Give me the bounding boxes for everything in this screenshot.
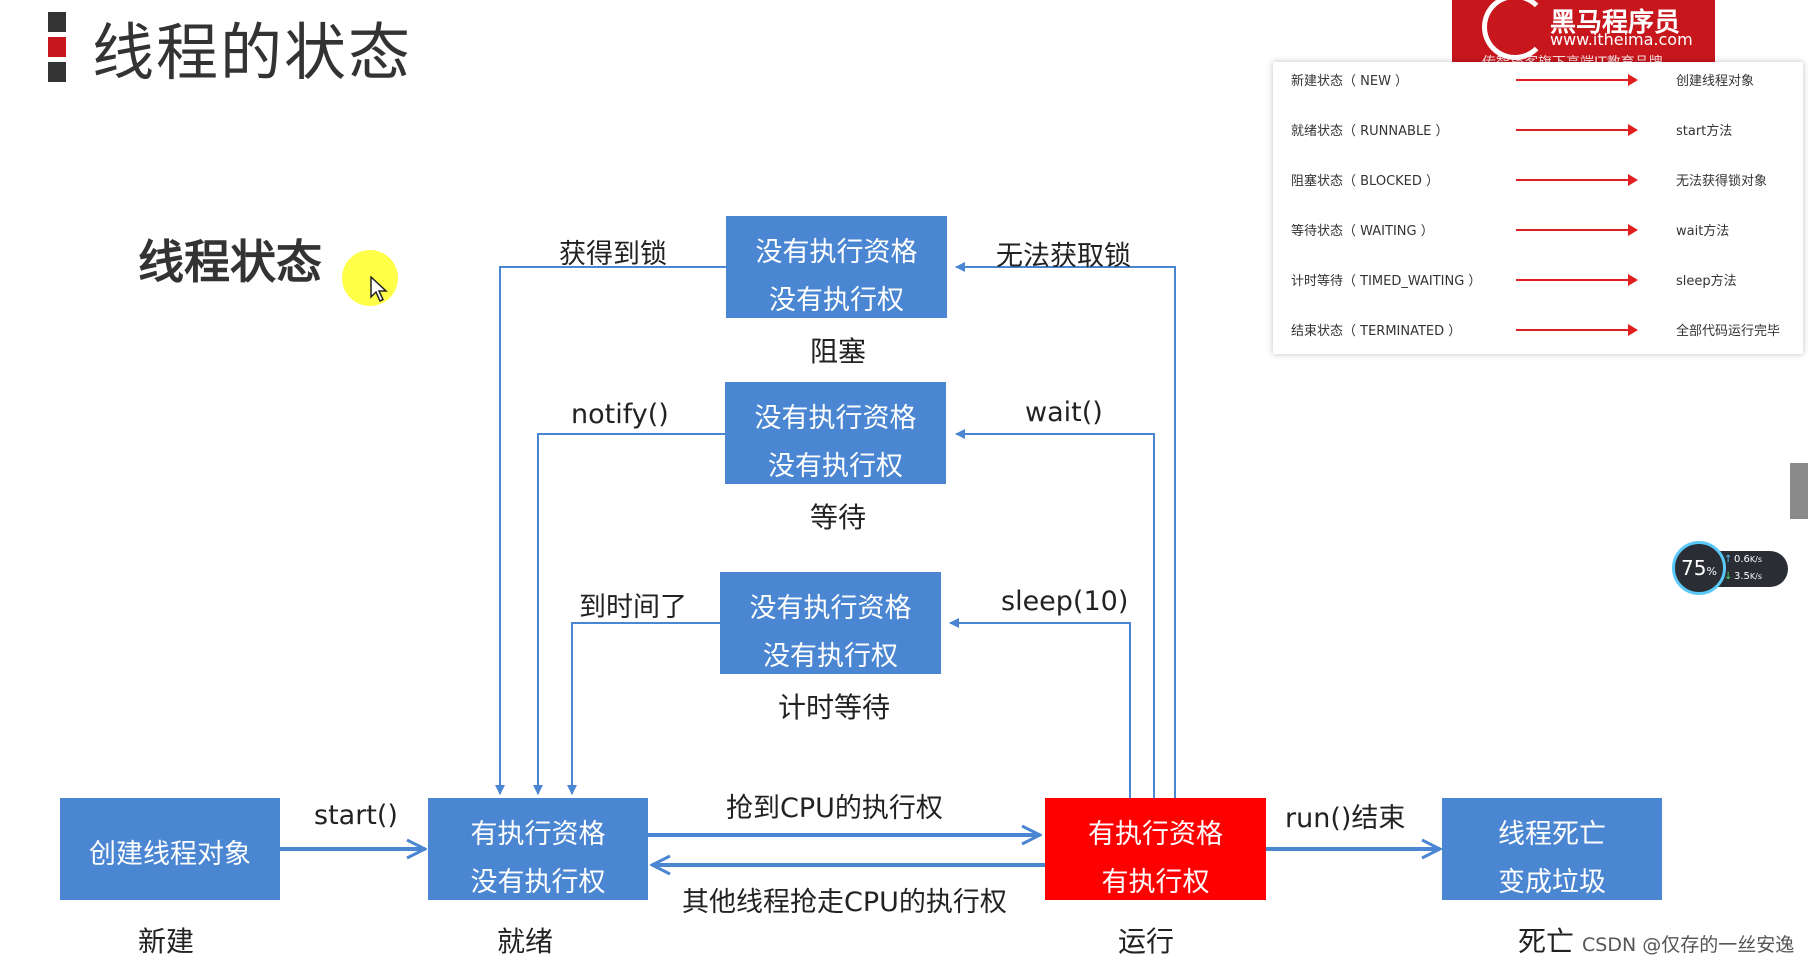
legend-meaning: sleep方法 <box>1676 274 1737 289</box>
node-blocked: 没有执行资格 没有执行权 <box>726 216 947 318</box>
title-bar-bottom <box>48 62 66 82</box>
title-bar-top <box>48 12 66 32</box>
logo-brand: 黑马程序员 <box>1550 8 1681 38</box>
node-waiting: 没有执行资格 没有执行权 <box>725 382 946 484</box>
node-timed-line2: 没有执行权 <box>763 641 898 672</box>
node-new: 创建线程对象 <box>60 798 280 900</box>
state-name-new: 新建 <box>138 925 195 958</box>
edge-sleep-arrow <box>949 618 1131 798</box>
node-dead: 线程死亡 变成垃圾 <box>1442 798 1662 900</box>
node-blocked-line1: 没有执行资格 <box>755 237 918 268</box>
legend-arrow <box>1516 124 1638 136</box>
legend-meaning: 全部代码运行完毕 <box>1676 324 1781 339</box>
csdn-watermark: CSDN @仅存的一丝安逸 <box>1582 934 1795 956</box>
edge-label-notify: notify() <box>571 399 669 430</box>
diagram-heading: 线程状态 <box>138 235 322 289</box>
legend-meaning: 无法获得锁对象 <box>1676 174 1768 189</box>
edge-label-grab-cpu: 抢到CPU的执行权 <box>726 793 943 824</box>
state-name-timed-waiting: 计时等待 <box>778 691 891 724</box>
node-ready: 有执行资格 没有执行权 <box>428 798 648 900</box>
edge-wait-arrow <box>955 429 1155 798</box>
legend-state: 就绪状态（ RUNNABLE ） <box>1291 124 1449 139</box>
edge-notify-arrow <box>533 433 726 795</box>
download-speed: 3.5K/s <box>1734 571 1763 582</box>
legend-row: 阻塞状态（ BLOCKED ） 无法获得锁对象 <box>1291 170 1791 190</box>
legend-state: 新建状态（ NEW ） <box>1291 74 1409 89</box>
node-new-text: 创建线程对象 <box>89 839 251 870</box>
horse-logo-icon <box>1482 0 1548 60</box>
title-bar-middle <box>48 37 66 57</box>
legend-row: 计时等待（ TIMED_WAITING ） sleep方法 <box>1291 270 1791 290</box>
upload-speed: 0.6K/s <box>1734 554 1763 565</box>
edge-time-up-arrow <box>567 622 720 795</box>
node-running: 有执行资格 有执行权 <box>1045 798 1266 900</box>
itheima-logo: 黑马程序员 www.itheima.com 传智播客旗下高端IT教育品牌 <box>1452 0 1715 66</box>
edge-label-sleep: sleep(10) <box>1001 586 1129 617</box>
logo-slogan: 传智播客旗下高端IT教育品牌 <box>1482 55 1663 66</box>
cursor-highlight <box>342 250 398 306</box>
node-dead-line2: 变成垃圾 <box>1498 867 1606 898</box>
legend-row: 新建状态（ NEW ） 创建线程对象 <box>1291 70 1791 90</box>
edge-label-time-up: 到时间了 <box>579 592 687 623</box>
legend-state: 等待状态（ WAITING ） <box>1291 224 1434 239</box>
legend-arrow <box>1516 274 1638 286</box>
state-name-ready: 就绪 <box>497 925 554 958</box>
legend-meaning: wait方法 <box>1676 224 1730 239</box>
node-ready-line1: 有执行资格 <box>470 819 606 850</box>
network-speed-widget[interactable]: ↑ 0.6K/s ↓ 3.5K/s 75% <box>1672 541 1790 597</box>
node-ready-line2: 没有执行权 <box>470 867 606 898</box>
node-running-line2: 有执行权 <box>1101 867 1210 898</box>
edge-label-start: start() <box>314 800 398 831</box>
state-name-waiting: 等待 <box>810 501 867 534</box>
node-timed-line1: 没有执行资格 <box>749 593 912 624</box>
edge-label-lose-cpu: 其他线程抢走CPU的执行权 <box>682 887 1007 918</box>
mouse-pointer-icon <box>370 276 388 302</box>
speed-panel: ↑ 0.6K/s ↓ 3.5K/s <box>1716 551 1788 587</box>
node-dead-line1: 线程死亡 <box>1498 819 1606 850</box>
state-name-running: 运行 <box>1118 925 1175 958</box>
legend-meaning: start方法 <box>1676 124 1733 139</box>
node-timed-waiting: 没有执行资格 没有执行权 <box>720 572 941 674</box>
node-blocked-line2: 没有执行权 <box>769 285 904 316</box>
node-running-line1: 有执行资格 <box>1088 819 1223 850</box>
node-waiting-line1: 没有执行资格 <box>754 403 917 434</box>
legend-row: 等待状态（ WAITING ） wait方法 <box>1291 220 1791 240</box>
scrollbar-thumb[interactable] <box>1790 463 1808 519</box>
legend-state: 结束状态（ TERMINATED ） <box>1291 324 1462 339</box>
logo-url: www.itheima.com <box>1550 30 1693 49</box>
state-name-blocked: 阻塞 <box>810 335 867 368</box>
upload-arrow-icon: ↑ <box>1724 554 1733 565</box>
edge-label-wait: wait() <box>1025 397 1103 428</box>
edge-label-get-lock: 获得到锁 <box>559 239 667 270</box>
state-name-dead: 死亡 <box>1518 925 1575 958</box>
edge-get-lock-arrow <box>495 266 726 795</box>
legend-arrow <box>1516 174 1638 186</box>
legend-arrow <box>1516 324 1638 336</box>
legend-state: 计时等待（ TIMED_WAITING ） <box>1291 274 1482 289</box>
legend-row: 结束状态（ TERMINATED ） 全部代码运行完毕 <box>1291 320 1791 340</box>
legend-arrow <box>1516 224 1638 236</box>
edge-label-cannot-lock: 无法获取锁 <box>996 241 1131 272</box>
edge-cannot-lock-arrow <box>955 262 1176 798</box>
legend-row: 就绪状态（ RUNNABLE ） start方法 <box>1291 120 1791 140</box>
page-title: 线程的状态 <box>92 16 413 89</box>
state-legend-card: 新建状态（ NEW ） 创建线程对象 就绪状态（ RUNNABLE ） star… <box>1273 62 1803 354</box>
edge-label-run-end: run()结束 <box>1285 803 1406 834</box>
node-waiting-line2: 没有执行权 <box>768 451 903 482</box>
legend-arrow <box>1516 74 1638 86</box>
cpu-usage-gauge: 75% <box>1672 541 1726 595</box>
legend-state: 阻塞状态（ BLOCKED ） <box>1291 174 1440 189</box>
download-arrow-icon: ↓ <box>1724 571 1733 582</box>
legend-meaning: 创建线程对象 <box>1676 74 1755 89</box>
